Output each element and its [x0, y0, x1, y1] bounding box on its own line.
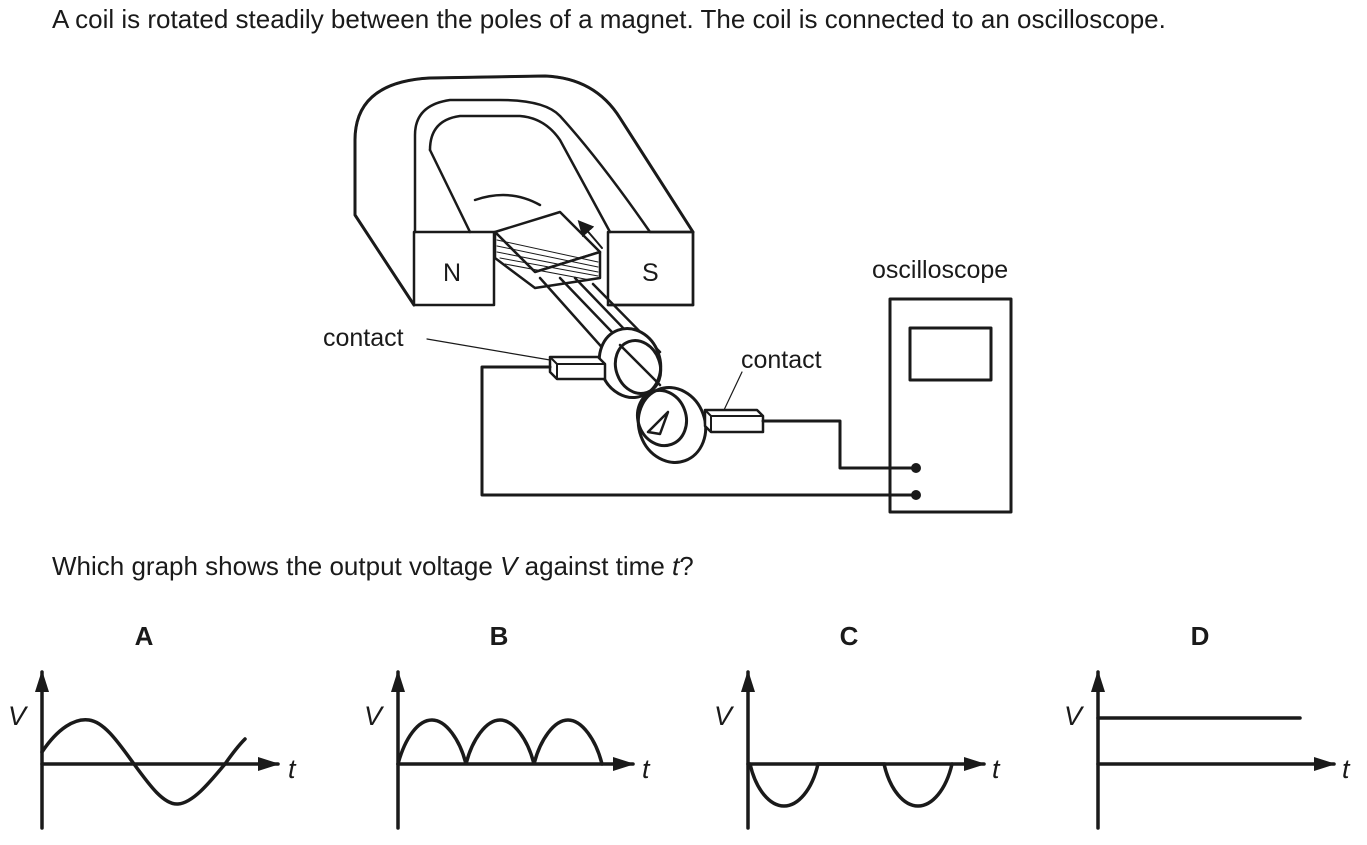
prompt-t: t: [672, 551, 680, 581]
terminal-bottom: [911, 490, 921, 500]
graph-c-curve: [748, 762, 954, 808]
oscilloscope-screen: [908, 326, 993, 382]
south-label: S: [642, 259, 659, 287]
graph-b-curve: [396, 718, 604, 766]
prompt-post: ?: [679, 551, 694, 581]
graph-d-ylabel: V: [1064, 701, 1085, 731]
graph-b-xlabel: t: [642, 754, 651, 784]
north-label: N: [443, 259, 461, 287]
coil: [473, 193, 542, 207]
graph-b: [391, 670, 635, 830]
option-b-letter: B: [489, 621, 509, 651]
graph-a-curve: [40, 718, 247, 806]
option-a-letter: A: [134, 621, 154, 651]
wire-left: [480, 365, 918, 497]
graph-c-ylabel: V: [714, 701, 735, 731]
prompt-mid: against time: [517, 551, 673, 581]
option-c-letter: C: [839, 621, 859, 651]
graph-c-xlabel: t: [992, 754, 1001, 784]
north-pole: [412, 230, 496, 307]
graph-c: [741, 670, 986, 830]
wire-right: [761, 419, 918, 470]
contact-label-right: contact: [741, 346, 822, 374]
graph-a: [35, 670, 280, 830]
terminal-top: [911, 463, 921, 473]
graph-a-ylabel: V: [8, 701, 29, 731]
graph-d-xlabel: t: [1342, 754, 1351, 784]
question-prompt: Which graph shows the output voltage V a…: [52, 551, 694, 582]
graph-a-xlabel: t: [288, 754, 297, 784]
graph-b-ylabel: V: [364, 701, 385, 731]
contact-label-left: contact: [323, 324, 404, 352]
graph-d: [1091, 670, 1336, 830]
option-d-letter: D: [1190, 621, 1210, 651]
oscilloscope-label: oscilloscope: [872, 256, 1008, 284]
prompt-v: V: [500, 551, 518, 581]
oscilloscope-box: [888, 297, 1013, 514]
question-intro: A coil is rotated steadily between the p…: [52, 4, 1166, 34]
prompt-pre: Which graph shows the output voltage: [52, 551, 501, 581]
left-contact: [548, 355, 607, 381]
